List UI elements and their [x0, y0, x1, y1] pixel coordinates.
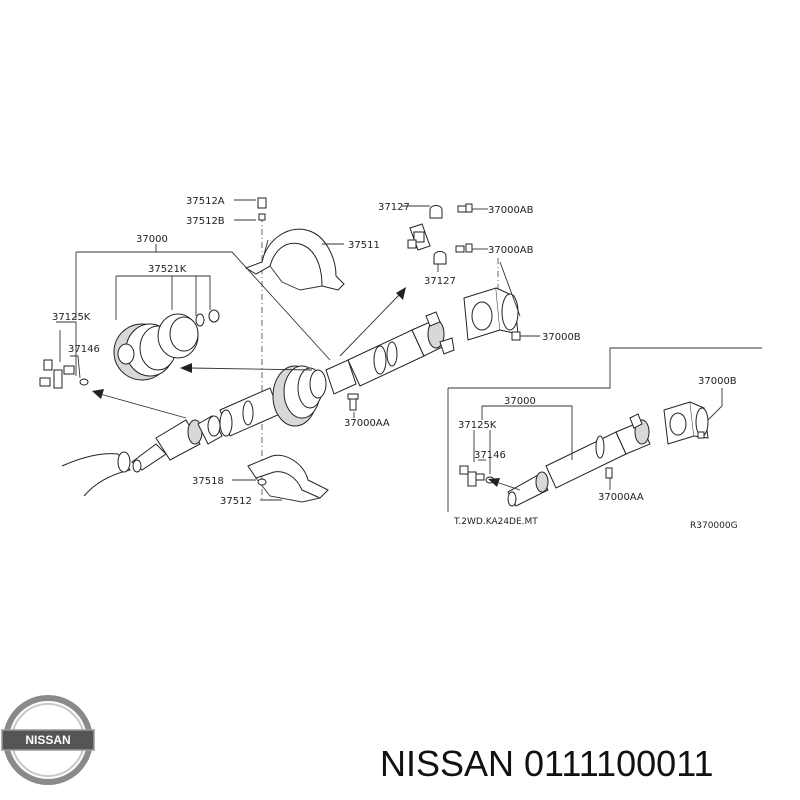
- diagram-code: R370000G: [690, 521, 738, 531]
- label-37000-main: 37000: [136, 234, 168, 245]
- part-labels: 37512A 37512B 37000 37511 37521K 37125K …: [52, 196, 738, 531]
- universal-joint-left: [39, 359, 89, 389]
- label-37511: 37511: [348, 240, 380, 251]
- center-bearing-exploded: [113, 309, 220, 381]
- logo-text: NISSAN: [25, 733, 70, 747]
- label-37512: 37512: [220, 496, 252, 507]
- tailpipe-sketch: [61, 451, 131, 497]
- label-37512B: 37512B: [186, 216, 225, 227]
- label-37000B-main: 37000B: [542, 332, 581, 343]
- arrow-head-3: [396, 287, 406, 300]
- inset-caption: T.2WD.KA24DE.MT: [453, 517, 538, 527]
- label-37518: 37518: [192, 476, 224, 487]
- logo-bar: [1, 729, 95, 751]
- label-37000AB-top: 37000AB: [488, 205, 534, 216]
- companion-flange-inset: [663, 401, 709, 445]
- arrows: [92, 287, 521, 491]
- label-37000AB-mid: 37000AB: [488, 245, 534, 256]
- footer-part-number: NISSAN 0111100011: [380, 743, 714, 784]
- arrow-head-1: [180, 363, 192, 373]
- label-37146-inset: 37146: [474, 450, 506, 461]
- propeller-shaft-main: [131, 311, 455, 473]
- companion-flange-main: [463, 287, 521, 341]
- label-37521K: 37521K: [148, 264, 187, 275]
- inset-frame: [447, 347, 762, 512]
- universal-joint-top: [407, 203, 473, 265]
- lower-bracket: [247, 454, 329, 503]
- label-37000-inset: 37000: [504, 396, 536, 407]
- nissan-logo: NISSAN: [1, 695, 95, 785]
- label-37512A: 37512A: [186, 196, 225, 207]
- label-37125K-main: 37125K: [52, 312, 91, 323]
- arrow-head-4: [488, 478, 500, 487]
- label-37146-main: 37146: [68, 344, 100, 355]
- label-37125K-inset: 37125K: [458, 420, 497, 431]
- arrow-head-2: [92, 389, 104, 399]
- label-37127-top: 37127: [378, 202, 410, 213]
- center-bearing-bracket: [244, 197, 345, 291]
- label-37127-bottom: 37127: [424, 276, 456, 287]
- leader-lines: [56, 199, 723, 501]
- bolt-main: [347, 393, 359, 411]
- label-37000AA-main: 37000AA: [344, 418, 390, 429]
- label-37000AA-inset: 37000AA: [598, 492, 644, 503]
- label-37000B-inset: 37000B: [698, 376, 737, 387]
- universal-joint-inset: [459, 465, 495, 487]
- propeller-shaft-inset: [507, 413, 651, 507]
